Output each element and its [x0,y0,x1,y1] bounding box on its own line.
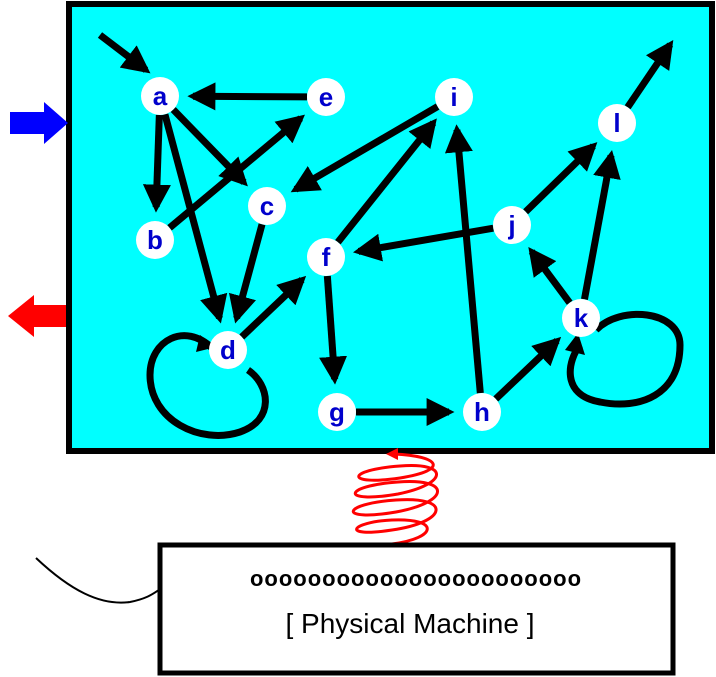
node-circle [307,238,345,276]
exit-edge-l [624,39,674,110]
node-label: d [220,335,236,365]
edge-h-k [493,336,562,402]
node-k: k [562,299,600,337]
node-d: d [209,331,247,369]
node-circle [493,206,531,244]
edge-h-i [444,124,484,394]
node-circle [318,393,356,431]
node-circle [463,393,501,431]
edge-c-d [228,223,266,324]
node-label: j [507,210,515,240]
node-f: f [307,238,345,276]
node-circle [307,78,345,116]
node-circle [562,299,600,337]
self-loop-arrowhead-k [565,333,585,355]
edge-j-l [523,142,598,215]
node-circle [435,78,473,116]
node-b: b [136,221,174,259]
node-g: g [318,393,356,431]
spring-icon [351,452,439,546]
edge-k-l [581,149,621,300]
node-circle [248,187,286,225]
node-label: k [574,303,589,333]
edge-k-j [528,247,573,305]
edge-f-i [335,118,437,245]
node-label: b [147,225,163,255]
node-e: e [307,78,345,116]
node-label: c [260,191,274,221]
node-label: g [329,397,345,427]
input-arrow-icon [10,102,68,144]
self-loop-k [566,310,684,408]
machine-cable [35,557,163,604]
node-label: e [319,82,333,112]
node-circle [136,221,174,259]
node-a: a [141,77,179,115]
edge-b-e [167,114,305,231]
spring-arrowhead-icon [386,448,398,460]
node-circle [141,77,179,115]
graph-panel [66,1,715,454]
edge-f-g [319,275,348,385]
node-circle [209,331,247,369]
physical-machine-box [157,542,676,676]
node-h: h [463,393,501,431]
node-i: i [435,78,473,116]
edge-a-d [161,113,228,324]
node-l: l [598,104,636,142]
graph-nodes: a b c d e f g h i j k l [136,77,636,431]
machine-dots: ooooooooooooooooooooooo [250,566,582,591]
node-circle [598,104,636,142]
node-label: a [153,81,168,111]
node-label: f [322,242,331,272]
node-label: i [450,82,457,112]
edge-d-f [239,275,307,340]
edge-e-a [187,82,308,111]
self-loop-d [146,332,269,439]
edge-a-c [170,107,248,187]
machine-label: [ Physical Machine ] [286,608,535,639]
graph-edges [97,32,684,439]
edge-j-f [353,224,494,262]
node-c: c [248,187,286,225]
entry-edge-a [97,32,151,74]
node-j: j [493,206,531,244]
output-arrow-icon [8,295,66,337]
node-label: l [613,108,620,138]
edge-a-b [142,114,171,213]
node-label: h [474,397,490,427]
